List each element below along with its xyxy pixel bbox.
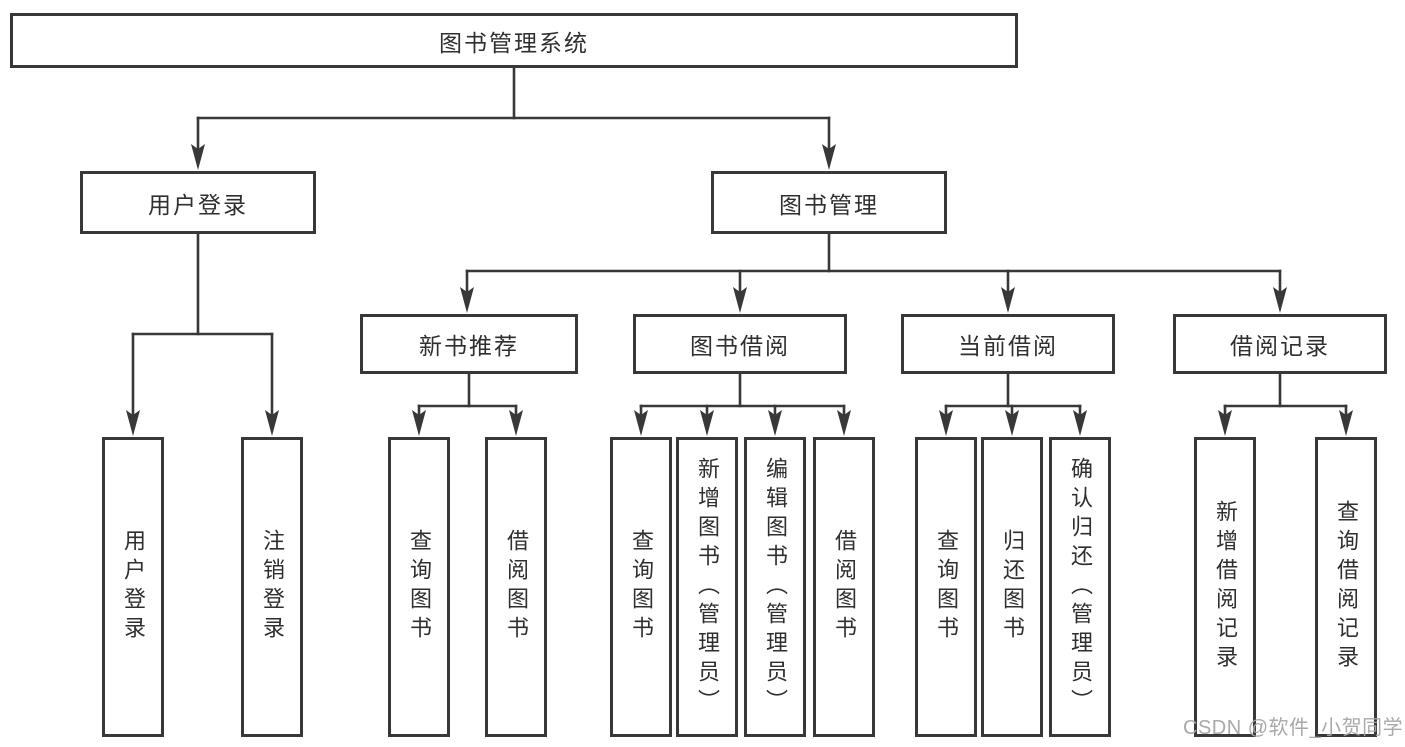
- node-label: 新增借阅记录: [1213, 500, 1238, 674]
- node-borrowing-records: 借阅记录: [1173, 314, 1387, 374]
- node-leaf-cb-return-book: 归还图书: [981, 437, 1043, 737]
- node-new-book-recommendation: 新书推荐: [360, 314, 578, 374]
- node-label: 用户登录: [121, 529, 146, 645]
- node-label: 图书管理: [779, 191, 879, 218]
- node-label: 借阅图书: [504, 529, 529, 645]
- node-label: 查询借阅记录: [1334, 500, 1359, 674]
- arrowhead-icons: [126, 144, 1353, 436]
- node-label: 用户登录: [148, 191, 248, 218]
- node-leaf-rec-query-book: 查询图书: [388, 437, 450, 737]
- node-label: 图书借阅: [690, 333, 790, 359]
- node-leaf-bb-query-book: 查询图书: [610, 437, 672, 737]
- node-user-login: 用户登录: [80, 171, 316, 234]
- node-label: 查询图书: [629, 529, 654, 645]
- node-label: 借阅记录: [1230, 333, 1330, 359]
- node-label: 查询图书: [407, 529, 432, 645]
- node-leaf-bb-borrow-book: 借阅图书: [813, 437, 875, 737]
- node-label: 当前借阅: [958, 333, 1058, 359]
- node-label: 查询图书: [934, 529, 959, 645]
- node-label: 编辑图书（管理员）: [763, 456, 788, 718]
- node-label: 新增图书（管理员）: [695, 456, 720, 718]
- node-leaf-br-query-record: 查询借阅记录: [1315, 437, 1377, 737]
- node-leaf-logout: 注销登录: [241, 437, 303, 737]
- node-label: 图书管理系统: [439, 29, 589, 56]
- node-book-borrowing: 图书借阅: [633, 314, 847, 374]
- node-leaf-cb-confirm-return-admin: 确认归还（管理员）: [1049, 437, 1111, 737]
- node-label: 借阅图书: [832, 529, 857, 645]
- csdn-watermark: CSDN @软件_小贺同学: [1183, 717, 1404, 739]
- node-label: 注销登录: [260, 529, 285, 645]
- node-current-borrowing: 当前借阅: [901, 314, 1115, 374]
- node-leaf-rec-borrow-book: 借阅图书: [485, 437, 547, 737]
- node-leaf-br-add-record: 新增借阅记录: [1194, 437, 1256, 737]
- node-library-management-system: 图书管理系统: [10, 13, 1018, 68]
- node-leaf-cb-query-book: 查询图书: [915, 437, 977, 737]
- node-leaf-user-login: 用户登录: [102, 437, 164, 737]
- node-leaf-bb-add-book-admin: 新增图书（管理员）: [676, 437, 738, 737]
- node-leaf-bb-edit-book-admin: 编辑图书（管理员）: [744, 437, 806, 737]
- node-book-management: 图书管理: [711, 171, 947, 234]
- node-label: 归还图书: [1000, 529, 1025, 645]
- node-label: 新书推荐: [419, 333, 519, 359]
- node-label: 确认归还（管理员）: [1068, 456, 1093, 718]
